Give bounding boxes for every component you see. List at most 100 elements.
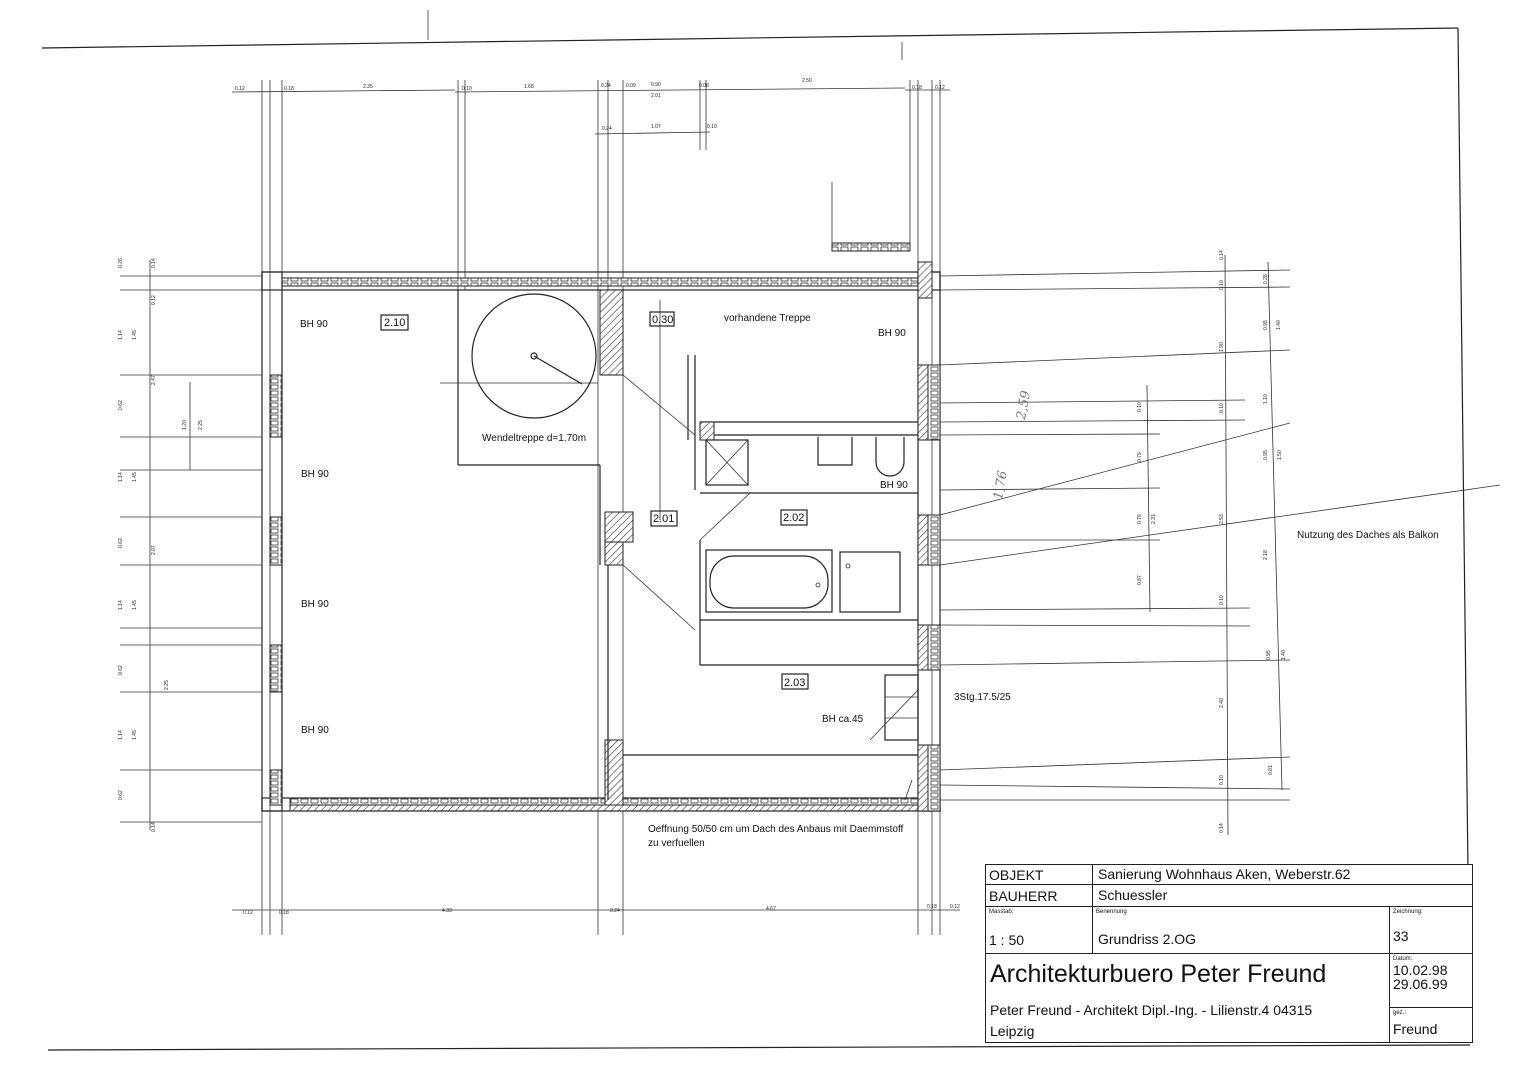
office-address: Peter Freund - Architekt Dipl.-Ing. - Li…	[990, 1002, 1313, 1018]
dimension-label: 0.24	[601, 83, 611, 89]
dimension-label: 2.25	[198, 420, 204, 430]
dimension-label: 2.31	[1151, 514, 1157, 524]
benennung-label: Benennung	[1096, 909, 1127, 915]
dimension-label: 0.12	[935, 85, 945, 91]
small-steps	[869, 674, 919, 801]
room-labels: 2.10 0.30 2.01 2.02 2.03	[380, 311, 809, 690]
date-2: 29.06.99	[1393, 976, 1448, 992]
dimension-label: 0.14	[151, 258, 157, 268]
annotations: BH 90 BH 90 BH 90 BH 90 BH 90 BH 90 vorh…	[300, 313, 1439, 849]
washbasin	[817, 437, 853, 466]
dimension-label: 0.10	[1219, 595, 1225, 605]
dimension-label: 0.26	[118, 258, 124, 268]
bathroom-fixtures	[705, 437, 905, 613]
dimension-label: 2.50	[802, 78, 812, 84]
room-2-01: 2.01	[653, 513, 674, 525]
parapet-label: BH 90	[301, 725, 329, 736]
dimension-label: 1.10	[1263, 394, 1269, 404]
dimension-label: 0.14	[151, 822, 157, 832]
dimension-label: 0.62	[118, 665, 124, 675]
dimension-label: 0.87	[1137, 575, 1143, 585]
dimension-label: 1.40	[1281, 650, 1287, 660]
parapet-label: BH 90	[301, 469, 329, 480]
dimension-label: 1.90	[1219, 342, 1225, 352]
dimension-label: 0.18	[279, 910, 289, 916]
dimension-label: 0.10	[1219, 280, 1225, 290]
dimension-label: 0.76	[1137, 514, 1143, 524]
dimension-label: 2.53	[1219, 514, 1225, 524]
handwritten-note: 2,59	[1014, 390, 1034, 422]
dimension-label: 0.08	[699, 83, 709, 89]
datum-label: Datum:	[1393, 956, 1413, 962]
dimension-label: 1.14	[118, 730, 124, 740]
spiral-stair-label: Wendeltreppe d=1.70m	[482, 433, 586, 444]
handwritten-note: 1,76	[991, 470, 1011, 501]
parapet-label: BH 90	[878, 328, 906, 339]
title-block: OBJEKT Sanierung Wohnhaus Aken, Weberstr…	[985, 864, 1473, 1043]
dimension-label: 0.12	[151, 295, 157, 305]
dimension-label: 1.50	[1277, 450, 1283, 460]
toilet	[875, 437, 905, 477]
opening-note-2: zu verfuellen	[648, 838, 705, 849]
dimension-label: 0.62	[118, 538, 124, 548]
dimension-label: 2.47	[151, 375, 157, 385]
interior-walls	[440, 289, 918, 806]
dimension-label: 1.45	[132, 472, 138, 482]
spiral-staircase	[471, 293, 597, 419]
dimension-label: 0.95	[1263, 450, 1269, 460]
dimension-label: 0.90	[651, 82, 661, 88]
dimension-label: 0.28	[1263, 274, 1269, 284]
dimension-label: 0.81	[1268, 765, 1274, 775]
dimension-label: 0.18	[284, 86, 294, 92]
parapet-label: BH 90	[300, 319, 328, 330]
office-city: Leipzig	[990, 1023, 1035, 1039]
dimension-label: 0.18	[912, 85, 922, 91]
exterior-walls	[261, 242, 941, 812]
dimension-label: 2.18	[1263, 550, 1269, 560]
objekt-value: Sanierung Wohnhaus Aken, Weberstr.62	[1098, 866, 1351, 882]
dimension-label: 2.40	[1219, 698, 1225, 708]
parapet-label: BH 90	[880, 480, 908, 491]
drawn-by: Freund	[1393, 1021, 1438, 1037]
existing-stair-label: vorhandene Treppe	[724, 313, 811, 324]
dimensions-left: 0.26 0.14 0.12 1.14 1.45 0.62 2.47 1.20 …	[118, 258, 204, 832]
dimension-label: 1.45	[132, 730, 138, 740]
dimension-label: 2.01	[651, 93, 661, 99]
dimension-label: 1.68	[524, 84, 534, 90]
shower-tray	[705, 439, 749, 486]
dimension-label: 2.07	[151, 545, 157, 555]
dimension-label: 1.14	[118, 330, 124, 340]
dimension-label: 1.45	[132, 330, 138, 340]
bathtub	[705, 549, 833, 613]
dimension-label: 4.33	[442, 908, 452, 914]
dimension-label: 0.24	[602, 126, 612, 132]
office-name: Architekturbuero Peter Freund	[990, 960, 1327, 988]
dimension-label: 0.62	[118, 790, 124, 800]
opening-note: Oeffnung 50/50 cm um Dach des Anbaus mit…	[648, 824, 904, 835]
dimension-label: 0.10	[1219, 775, 1225, 785]
dimension-label: 0.79	[1137, 452, 1143, 462]
dimension-label: 0.10	[462, 86, 472, 92]
objekt-label: OBJEKT	[989, 867, 1044, 883]
dimension-label: 0.95	[1263, 320, 1269, 330]
dimensions-bottom: 0.12 0.18 4.33 0.24 4.67 0.18 0.12	[243, 904, 960, 916]
drawing-name: Grundriss 2.OG	[1098, 931, 1197, 947]
dimension-label: 0.12	[235, 86, 245, 92]
massstab-label: Masstab:	[989, 909, 1014, 915]
dimension-label: 0.10	[1219, 403, 1225, 413]
dimensions-right: 0.10 0.79 0.76 2.31 0.87 0.14 0.10 1.90 …	[1137, 250, 1287, 833]
dimension-label: 0.14	[1219, 250, 1225, 260]
gez-label: gez.:	[1393, 1010, 1407, 1016]
bauherr-value: Schuessler	[1098, 887, 1168, 903]
drawing-number: 33	[1393, 928, 1409, 944]
horizontal-grid-lines	[120, 254, 1501, 836]
bauherr-label: BAUHERR	[989, 888, 1058, 904]
dimension-label: 4.67	[766, 906, 776, 912]
dimension-label: 0.95	[1266, 650, 1272, 660]
dimension-label: 0.62	[118, 400, 124, 410]
dimension-label: 1.20	[182, 420, 188, 430]
cabinet	[839, 551, 901, 613]
room-2-02: 2.02	[783, 512, 804, 524]
parapet-45-label: BH ca.45	[822, 714, 864, 725]
